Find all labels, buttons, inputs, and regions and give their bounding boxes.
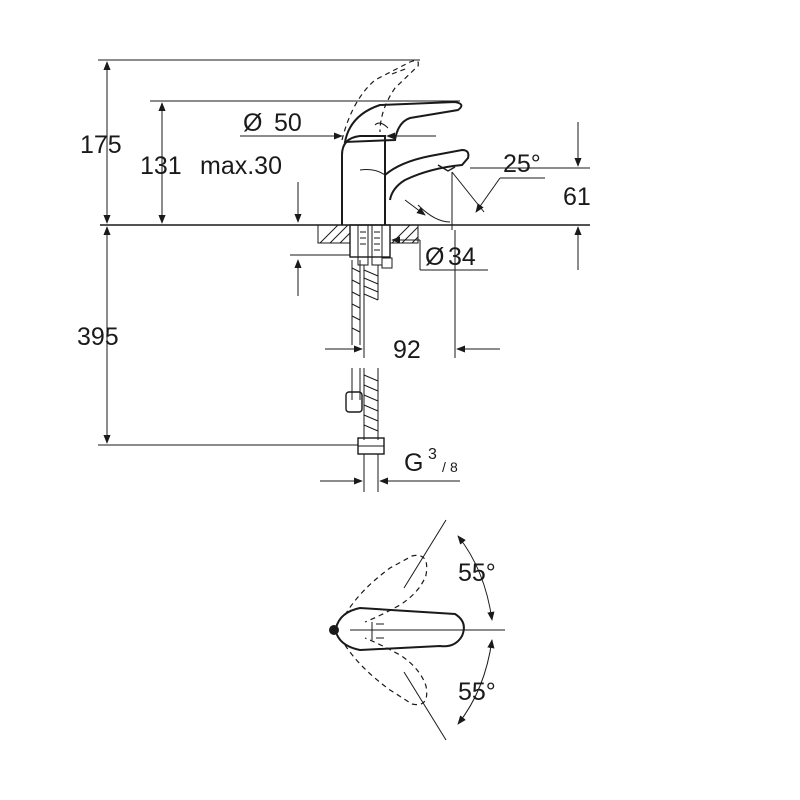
dim-max-thickness: max.30 <box>200 152 350 296</box>
dim-lever-diameter: Ø 50 <box>240 109 436 140</box>
dim-spout-drop: 61 <box>470 122 591 270</box>
diameter-symbol-34: Ø <box>425 243 444 271</box>
dim-131-label: 131 <box>140 152 182 180</box>
top-lever-center <box>329 606 505 652</box>
top-lever-lower-dashed <box>344 637 428 706</box>
angle-upper: 55° <box>403 519 496 621</box>
thread-denominator: 8 <box>450 459 458 475</box>
dim-61-label: 61 <box>563 183 591 211</box>
thread-prefix: G <box>404 449 423 477</box>
dim-max30-label: max.30 <box>200 152 282 180</box>
supply-hose-long <box>345 260 385 492</box>
dim-25deg-label: 25° <box>503 150 541 178</box>
supply-hose-right <box>363 265 379 301</box>
angle-lower: 55° <box>403 639 496 741</box>
angle-lower-label: 55° <box>458 678 496 706</box>
dim-395-label: 395 <box>77 323 119 351</box>
thread-slash: / <box>442 459 446 475</box>
dim-spout-height: 131 <box>140 100 460 224</box>
top-view: 55° 55° <box>329 519 505 741</box>
dim-175-label: 175 <box>80 131 122 159</box>
diameter-symbol-50: Ø <box>243 109 262 137</box>
dim-50-label: 50 <box>274 109 302 137</box>
dim-92-label: 92 <box>393 336 421 364</box>
dim-total-height: 175 <box>80 59 420 224</box>
dim-34-label: 34 <box>448 243 476 271</box>
faucet-lever-raised <box>341 60 419 141</box>
dim-hose-length: 395 <box>77 226 358 446</box>
dim-projection: 92 <box>325 230 500 364</box>
dim-thread: G 3 / 8 <box>320 446 460 485</box>
top-lever-upper-dashed <box>344 554 428 623</box>
thread-numerator: 3 <box>428 446 437 463</box>
faucet-body <box>341 135 470 225</box>
angle-upper-label: 55° <box>458 559 496 587</box>
dim-hole-diameter: Ø 34 <box>391 236 488 271</box>
mounting-shank <box>349 224 393 269</box>
dim-spout-angle: 25° <box>404 150 545 216</box>
side-view: 175 131 max.30 Ø 50 25° <box>77 59 591 492</box>
spout-angle-line <box>451 171 485 213</box>
